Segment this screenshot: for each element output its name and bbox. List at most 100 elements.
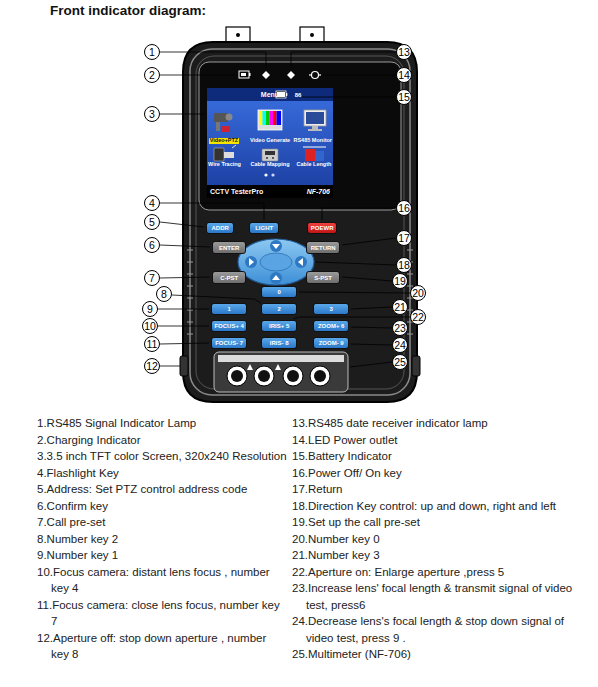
multimeter-jacks [227, 366, 247, 386]
device-body [180, 42, 420, 402]
key-label: 2 [278, 306, 281, 312]
callout-number: 12 [146, 361, 158, 372]
callout-circle [397, 258, 412, 273]
direction-pad [249, 258, 254, 266]
key-button: IRIS- 8 [261, 337, 297, 349]
description-text: 8.Number key 2 [37, 531, 287, 548]
multimeter-jacks [254, 366, 274, 386]
direction-pad [245, 256, 257, 268]
multimeter-jacks [287, 370, 299, 382]
grip-ribs [407, 334, 413, 335]
callout-circle [411, 286, 426, 301]
menu-icon [259, 111, 263, 125]
menu-icon [312, 126, 318, 129]
key-label: ENTER [219, 245, 239, 251]
callout-number: 5 [149, 217, 155, 228]
key-label: IRIS+ 5 [269, 323, 289, 329]
direction-pad [272, 244, 280, 249]
screen-text: Wire Tracing [208, 162, 241, 168]
callout-number: 6 [149, 240, 155, 251]
leader-line [351, 327, 392, 328]
description-column: 13.RS485 date receiver indicator lamp14.… [292, 415, 594, 663]
screen [207, 88, 333, 198]
device-body [190, 49, 410, 395]
screen-text: Video+PTZ [209, 138, 239, 144]
leader-line [160, 245, 210, 247]
grip-ribs [187, 250, 193, 251]
callout-circle [143, 319, 158, 334]
grip-ribs [407, 274, 413, 275]
callout-number: 8 [161, 289, 167, 300]
callout-circle [393, 355, 408, 370]
screen [271, 173, 274, 176]
key-button: LIGHT [249, 222, 279, 234]
indicator-lamps [249, 73, 251, 76]
leader-line [299, 292, 410, 293]
callout-circle [397, 45, 412, 60]
leader-line [342, 238, 396, 245]
leader-line [160, 366, 180, 367]
leader-line [293, 317, 410, 319]
description-text: 10.Focus camera: distant lens focus , nu… [37, 564, 287, 597]
callout-circle [145, 45, 160, 60]
menu-icon [304, 110, 326, 126]
menu-icon [305, 149, 315, 161]
description-text: 19.Set up the call pre-set [292, 514, 594, 531]
direction-pad [295, 256, 307, 268]
description-text: 23.Increase lens' focal length & transmi… [292, 580, 594, 613]
device-body [412, 356, 420, 376]
multimeter-jacks [258, 370, 270, 382]
description-text: 2.Charging Indicator [37, 432, 287, 449]
callout-circle [397, 231, 412, 246]
description-text: 7.Call pre-set [37, 514, 287, 531]
menu-icon [224, 152, 234, 158]
menu-icon [262, 149, 278, 161]
screen [264, 173, 267, 176]
direction-pad [272, 275, 280, 280]
callout-circle [393, 274, 408, 289]
direction-pad [298, 258, 303, 266]
menu-icon [214, 110, 326, 161]
callout-number: 3 [149, 109, 155, 120]
screen-text: Cable Length [297, 162, 332, 168]
callout-number: 19 [394, 276, 406, 287]
key-button: ZOOM+ 6 [313, 320, 349, 332]
leader-line [315, 262, 396, 265]
description-text: 18.Direction Key control: up and down, r… [292, 498, 594, 515]
description-text: 3.3.5 inch TFT color Screen, 320x240 Res… [37, 448, 287, 465]
description-text: 20.Number key 0 [292, 531, 594, 548]
key-label: 0 [278, 289, 281, 295]
indicator-lamps [262, 71, 270, 79]
description-text: 22.Aperture on: Enlarge aperture ,press … [292, 564, 594, 581]
multimeter-jacks [314, 370, 326, 382]
leader-line [342, 277, 392, 281]
key-label: POEWR [311, 225, 334, 231]
key-label: C-PST [220, 275, 238, 281]
grip-ribs [187, 322, 193, 323]
description-text: 17.Return [292, 481, 594, 498]
direction-pad [270, 240, 282, 252]
menu-icon [270, 111, 274, 125]
key-label: ZOOM- 9 [319, 340, 344, 346]
grip-ribs [187, 334, 193, 335]
indicator-lamps [319, 74, 322, 75]
key-label: S-PST [314, 275, 332, 281]
key-label: RETURN [311, 245, 336, 251]
grip-ribs [187, 250, 413, 334]
key-button: ADDR [206, 222, 234, 234]
leader-line [160, 75, 236, 76]
description-text: 21.Number key 3 [292, 547, 594, 564]
key-button: 1 [211, 303, 247, 315]
indicator-lamps [312, 72, 319, 79]
screen-text: Menu [261, 91, 279, 98]
description-text: 16.Power Off/ On key [292, 465, 594, 482]
multimeter-jacks [247, 364, 253, 370]
screen [207, 88, 333, 101]
key-button: FOCUS- 7 [211, 337, 247, 349]
callout-circle [145, 215, 160, 230]
description-text: 9.Number key 1 [37, 547, 287, 564]
screen-text: NF-706 [307, 188, 330, 195]
leader-line [160, 52, 266, 68]
callout-circle [145, 196, 160, 211]
screen [207, 88, 333, 198]
